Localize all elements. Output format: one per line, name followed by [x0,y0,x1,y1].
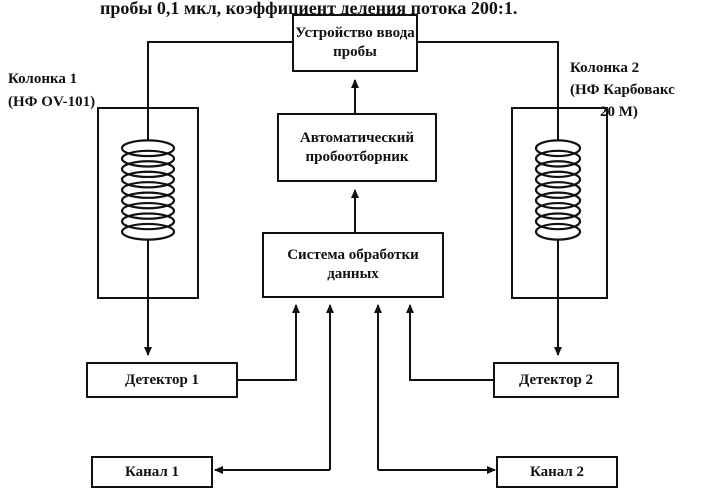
detector1-label: Детектор 1 [124,371,200,388]
column1-label-line2: (НФ OV-101) [8,94,96,110]
column1-coil-turn [120,222,176,241]
column1-coil-turn [120,170,176,189]
data-system-label: Система обработки данных [287,247,419,282]
injector-box: Устройство ввода пробы [292,14,418,72]
column2-coil-turn [534,212,582,231]
column1-coil-turn [120,181,176,199]
column1-coil-turn [120,149,176,168]
column1-coil-turn [120,212,176,231]
column1-coil-turn [120,160,176,179]
column2-coil-turn [534,149,582,168]
channel2-box: Канал 2 [496,456,618,488]
column1-coil-turn [120,191,176,210]
column1-label-line1: Колонка 1 [8,71,78,87]
column1-coil-turn [120,139,176,158]
channel2-label: Канал 2 [529,463,585,480]
column2-enclosure [511,107,608,299]
column2-coil-turn [534,181,582,199]
column2-label-line1: Колонка 2 [570,60,640,76]
autosampler-box: Автоматический пробоотборник [277,113,437,182]
column2-coil-turn [534,191,582,210]
injector-label: Устройство ввода пробы [295,25,415,60]
column2-coil-turn [534,139,582,158]
data-system-box: Система обработки данных [262,232,444,298]
figure-caption: пробы 0,1 мкл, коэффициент деления поток… [100,0,518,18]
line-injector-to-column2 [418,41,559,140]
arrow-detector1-to-datasystem [238,304,300,381]
column2-label-line2: (НФ Карбовакс [570,82,675,98]
detector2-label: Детектор 2 [518,371,594,388]
detector1-box: Детектор 1 [86,362,238,398]
channel1-box: Канал 1 [91,456,213,488]
column1-coil-turn [120,201,176,220]
channel1-label: Канал 1 [124,463,180,480]
column2-coil-turn [534,160,582,179]
column2-label-line3: 20 М) [600,104,638,120]
detector2-box: Детектор 2 [493,362,619,398]
column2-coil-turn [534,222,582,241]
line-injector-to-column1 [147,41,292,140]
arrow-detector2-to-datasystem [406,304,493,381]
column2-coil-turn [534,201,582,220]
column2-coil-turn [534,170,582,189]
autosampler-label: Автоматический пробоотборник [299,129,415,165]
